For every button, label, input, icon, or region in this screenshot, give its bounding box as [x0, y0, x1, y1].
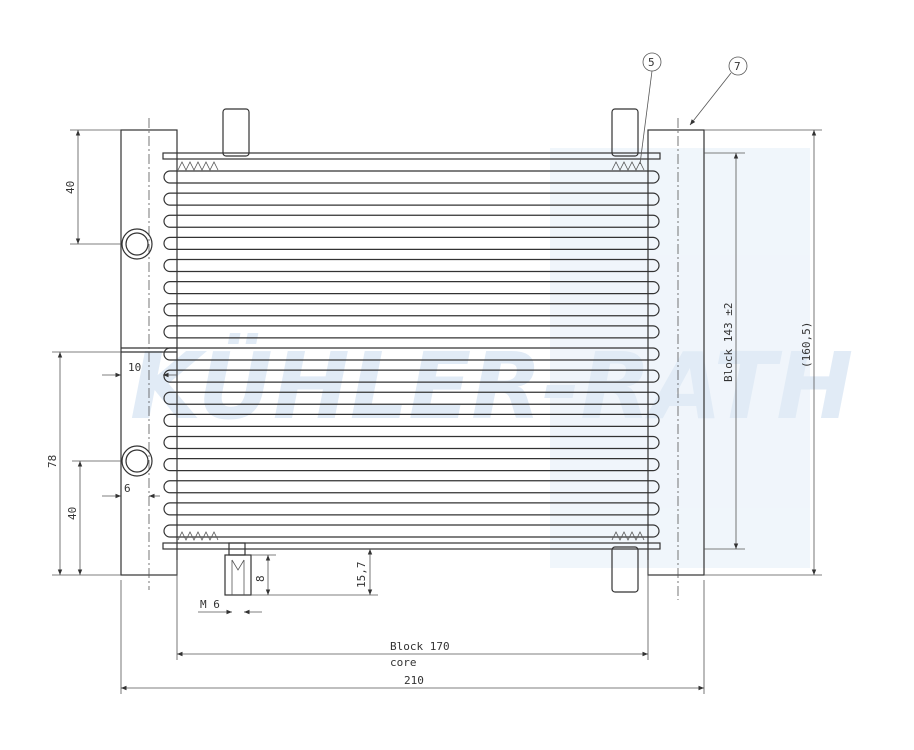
core-tube — [163, 214, 660, 228]
dim-block-height-label: Block 143 ±2 — [722, 303, 735, 382]
dim-lower-pitch: 40 — [66, 460, 121, 575]
spring-fin-top-left — [177, 161, 219, 171]
spring-fin-bottom-left — [177, 531, 219, 541]
cooler-core — [162, 152, 661, 550]
drain-plug — [224, 542, 252, 596]
core-tube — [163, 236, 660, 250]
core-tube — [163, 480, 660, 494]
dim-lower-pitch-label: 40 — [66, 507, 79, 520]
dim-stub-width: 6 — [102, 482, 160, 499]
watermark-text: KÜHLER-RATH — [130, 331, 853, 440]
lower-port-circle — [121, 445, 153, 477]
right-header-tank — [647, 118, 705, 600]
dim-overall-width-label: 210 — [404, 674, 424, 687]
dim-core-label: core — [390, 656, 417, 669]
dim-drain-height: 8 — [251, 554, 276, 596]
dim-port-height: 15,7 — [276, 549, 378, 596]
dim-overall-height: (160,5) — [704, 129, 822, 576]
dim-drain-thread: M 6 — [198, 598, 262, 615]
dim-block-height: Block 143 ±2 — [704, 152, 745, 550]
callout-5-label: 5 — [648, 56, 655, 69]
core-tube — [163, 258, 660, 273]
dim-top-pitch-label: 40 — [64, 181, 77, 194]
core-tube — [163, 170, 660, 184]
core-tubes — [163, 170, 660, 538]
core-tube — [163, 413, 660, 427]
core-tube — [163, 281, 660, 295]
core-tube — [163, 391, 660, 405]
core-tube — [163, 458, 660, 472]
dim-top-pitch: 40 — [64, 129, 121, 245]
core-tube — [163, 325, 660, 339]
mounting-studs — [222, 108, 639, 593]
core-tube — [163, 192, 660, 206]
dim-stub-width-label: 6 — [124, 482, 131, 495]
dim-block-width-label: Block 170 — [390, 640, 450, 653]
core-tube — [163, 347, 660, 361]
callout-7-label: 7 — [734, 60, 741, 73]
spring-fin-bottom-right — [611, 531, 645, 541]
dim-tube-width: 10 — [102, 361, 177, 378]
watermark-panel-right — [550, 148, 810, 568]
dim-drain-thread-label: M 6 — [200, 598, 220, 611]
callout-5: 5 — [639, 52, 662, 165]
dim-drain-height-label: 8 — [254, 575, 267, 582]
callout-7: 7 — [689, 56, 748, 126]
dim-left-total-label: 78 — [46, 455, 59, 468]
dim-block-width: Block 170 core — [176, 560, 649, 669]
watermark: KÜHLER-RATH — [130, 148, 853, 568]
top-side-plate — [162, 152, 661, 160]
dim-overall-width: 210 — [120, 580, 705, 694]
dim-port-height-label: 15,7 — [355, 562, 368, 589]
dim-tube-width-label: 10 — [128, 361, 141, 374]
spring-fin-top-right — [611, 161, 645, 171]
core-tube — [163, 303, 660, 317]
core-tube — [163, 524, 660, 538]
dim-overall-height-label: (160,5) — [800, 322, 813, 368]
core-tube — [163, 435, 660, 450]
bottom-side-plate — [162, 542, 661, 550]
upper-port-circle — [121, 228, 153, 260]
core-tube — [163, 502, 660, 516]
dim-left-total: 78 — [46, 351, 121, 576]
